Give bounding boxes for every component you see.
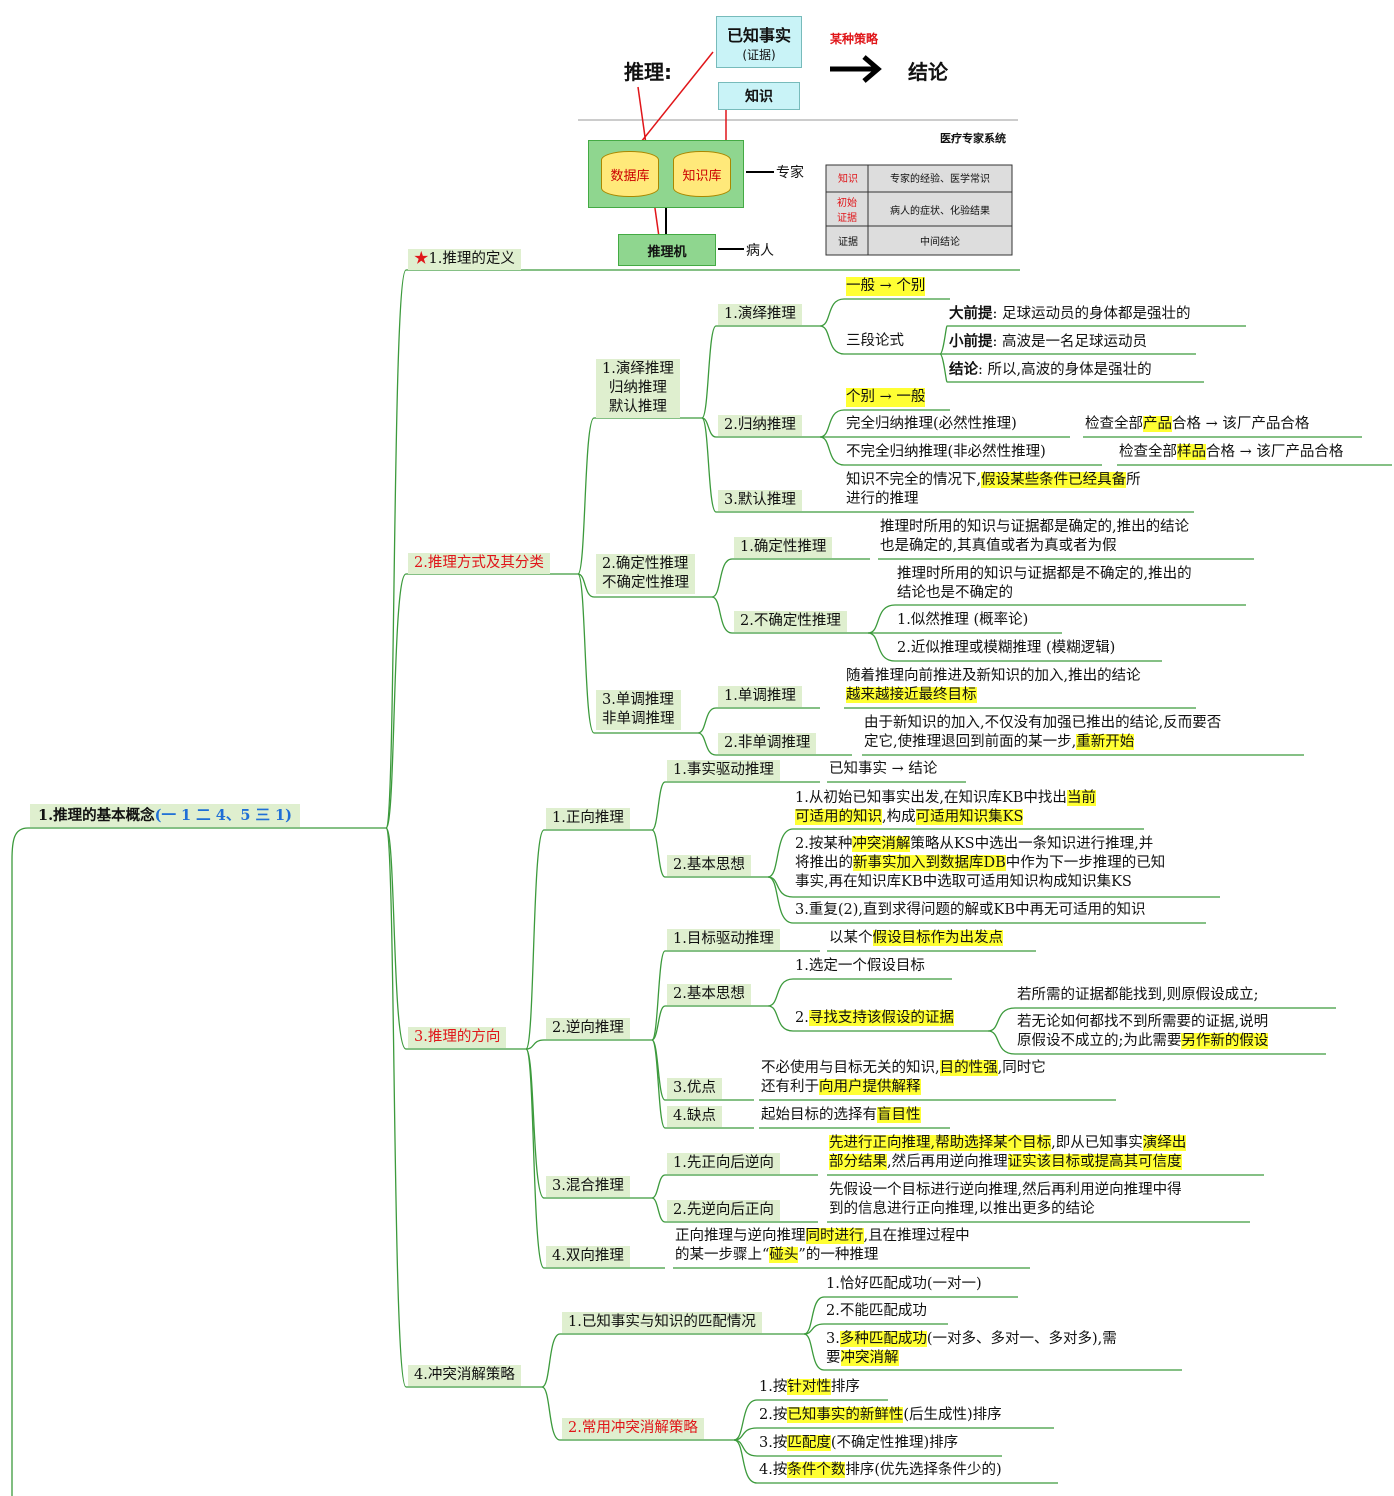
diagram-reasoning: 推理: xyxy=(624,60,672,84)
backward-step-1: 1.选定一个假设目标 xyxy=(795,958,925,974)
match-none: 2.不能匹配成功 xyxy=(826,1303,927,1319)
disadvantage-desc: 起始目标的选择有盲目性 xyxy=(761,1107,921,1123)
root-node[interactable]: 1.推理的基本概念(一 1 二 4、5 三 1) xyxy=(30,804,300,827)
node-general-to-specific: 一般 → 个别 xyxy=(846,277,926,296)
forward-step-2: 2.按某种冲突消解策略从KS中选出一条知识进行推理,并将推出的新事实加入到数据库… xyxy=(795,836,1166,890)
knowledge-box: 知识 xyxy=(718,82,800,110)
node-backward-then-forward[interactable]: 2.先逆向后正向 xyxy=(667,1200,780,1221)
table-value-1: 病人的症状、化验结果 xyxy=(890,206,990,217)
table-key-2: 证据 xyxy=(838,237,858,248)
reasoning-diagram: 推理: 已知事实 (证据) 某种策略 结论 知识 数据库 知识库 专家 推理机 … xyxy=(578,12,1018,268)
node-bidirectional[interactable]: 4.双向推理 xyxy=(546,1246,630,1267)
expert-label: 专家 xyxy=(776,165,804,181)
syllogism-conclusion: 结论: 所以,高波的身体是强壮的 xyxy=(949,361,1152,378)
node-likelihood: 1.似然推理 (概率论) xyxy=(897,612,1029,628)
root-hint: (一 1 二 4、5 三 1) xyxy=(154,807,292,824)
branch-classification[interactable]: 2.推理方式及其分类 xyxy=(408,553,550,574)
node-complete-induction: 完全归纳推理(必然性推理) xyxy=(846,416,1017,432)
table-key-0: 知识 xyxy=(838,174,858,185)
node-approximate: 2.近似推理或模糊推理 (模糊逻辑) xyxy=(897,640,1116,656)
bidirectional-desc: 正向推理与逆向推理同时进行,且在推理过程中的某一步骤上“碰头”的一种推理 xyxy=(675,1228,970,1263)
group-deduction[interactable]: 1.演绎推理 归纳推理 默认推理 xyxy=(596,359,680,418)
complete-induction-example: 检查全部产品合格 → 该厂产品合格 xyxy=(1085,416,1310,432)
node-deductive[interactable]: 1.演绎推理 xyxy=(718,304,802,325)
known-fact-box: 已知事实 (证据) xyxy=(716,16,802,68)
conclusion-label: 结论 xyxy=(908,60,948,84)
group-monotonic[interactable]: 3.单调推理 非单调推理 xyxy=(596,690,681,730)
branch-definition[interactable]: ★1.推理的定义 xyxy=(408,249,521,270)
forward-step-3: 3.重复(2),直到求得问题的解或KB中再无可适用的知识 xyxy=(795,902,1146,918)
known-fact-label: 已知事实 xyxy=(726,25,791,45)
table-value-2: 中间结论 xyxy=(920,237,960,248)
branch-direction[interactable]: 3.推理的方向 xyxy=(408,1027,507,1048)
node-syllogism: 三段论式 xyxy=(846,333,904,349)
strategy-3: 3.按匹配度(不确定性推理)排序 xyxy=(759,1435,959,1451)
system-label: 医疗专家系统 xyxy=(940,132,1006,145)
forward-step-1: 1.从初始已知事实出发,在知识库KB中找出当前可适用的知识,构成可适用知识集KS xyxy=(795,790,1096,825)
node-forward-idea[interactable]: 2.基本思想 xyxy=(667,855,751,876)
knowledge-base-cylinder: 知识库 xyxy=(673,151,731,197)
node-backward-idea[interactable]: 2.基本思想 xyxy=(667,984,751,1005)
inference-engine-box: 推理机 xyxy=(618,234,716,266)
forward-then-backward-desc: 先进行正向推理,帮助选择某个目标,即从已知事实演绎出部分结果,然后再用逆向推理证… xyxy=(829,1135,1187,1170)
match-one: 1.恰好匹配成功(一对一) xyxy=(826,1276,982,1292)
table-value-0: 专家的经验、医学常识 xyxy=(890,174,990,185)
strategy-4: 4.按条件个数排序(优先选择条件少的) xyxy=(759,1462,1002,1478)
certain-desc: 推理时所用的知识与证据都是确定的,推出的结论也是确定的,其真值或者为真或者为假 xyxy=(880,519,1190,554)
node-incomplete-induction: 不完全归纳推理(非必然性推理) xyxy=(846,444,1046,460)
storage-group: 数据库 知识库 xyxy=(588,140,744,208)
node-disadvantage[interactable]: 4.缺点 xyxy=(667,1106,722,1127)
strategy-label: 某种策略 xyxy=(830,32,879,46)
node-default[interactable]: 3.默认推理 xyxy=(718,490,802,511)
node-strategies[interactable]: 2.常用冲突消解策略 xyxy=(562,1418,704,1439)
node-matching[interactable]: 1.已知事实与知识的匹配情况 xyxy=(562,1312,762,1333)
database-cylinder: 数据库 xyxy=(601,151,659,197)
node-inductive[interactable]: 2.归纳推理 xyxy=(718,415,802,436)
monotonic-desc: 随着推理向前推进及新知识的加入,推出的结论越来越接近最终目标 xyxy=(846,668,1141,703)
root-label: 1.推理的基本概念 xyxy=(38,807,155,824)
node-hybrid[interactable]: 3.混合推理 xyxy=(546,1176,630,1197)
node-certain[interactable]: 1.确定性推理 xyxy=(734,537,833,558)
node-monotonic[interactable]: 1.单调推理 xyxy=(718,686,802,707)
incomplete-induction-example: 检查全部样品合格 → 该厂产品合格 xyxy=(1119,444,1344,460)
node-goal-driven[interactable]: 1.目标驱动推理 xyxy=(667,929,780,950)
node-backward[interactable]: 2.逆向推理 xyxy=(546,1018,630,1039)
default-desc: 知识不完全的情况下,假设某些条件已经具备所进行的推理 xyxy=(846,472,1141,507)
star-icon: ★ xyxy=(414,251,429,267)
patient-label: 病人 xyxy=(746,243,774,259)
evidence-found: 若所需的证据都能找到,则原假设成立; xyxy=(1017,987,1259,1003)
node-advantage[interactable]: 3.优点 xyxy=(667,1078,722,1099)
evidence-not-found: 若无论如何都找不到所需要的证据,说明原假设不成立的;为此需要另作新的假设 xyxy=(1017,1014,1269,1049)
minor-premise: 小前提: 高波是一名足球运动员 xyxy=(949,333,1147,350)
advantage-desc: 不必使用与目标无关的知识,目的性强,同时它还有利于向用户提供解释 xyxy=(761,1060,1046,1095)
table-key-1: 初始证据 xyxy=(837,198,857,224)
evidence-label: (证据) xyxy=(742,47,776,62)
node-forward[interactable]: 1.正向推理 xyxy=(546,808,630,829)
node-uncertain[interactable]: 2.不确定性推理 xyxy=(734,611,847,632)
nonmonotonic-desc: 由于新知识的加入,不仅没有加强已推出的结论,反而要否定它,使推理退回到前面的某一… xyxy=(864,715,1222,750)
branch-conflict[interactable]: 4.冲突消解策略 xyxy=(408,1365,521,1386)
major-premise: 大前提: 足球运动员的身体都是强壮的 xyxy=(949,305,1191,322)
node-specific-to-general: 个别 → 一般 xyxy=(846,388,926,407)
data-driven-desc: 已知事实 → 结论 xyxy=(829,761,938,777)
branch-definition-label: 1.推理的定义 xyxy=(428,251,515,267)
strategy-1: 1.按针对性排序 xyxy=(759,1379,860,1395)
match-many: 3.多种匹配成功(一对多、多对一、多对多),需要冲突消解 xyxy=(826,1331,1117,1366)
backward-then-forward-desc: 先假设一个目标进行逆向推理,然后再利用逆向推理中得到的信息进行正向推理,以推出更… xyxy=(829,1182,1182,1217)
goal-driven-desc: 以某个假设目标作为出发点 xyxy=(829,930,1003,946)
node-data-driven[interactable]: 1.事实驱动推理 xyxy=(667,760,780,781)
backward-step-2: 2.寻找支持该假设的证据 xyxy=(795,1010,954,1026)
strategy-2: 2.按已知事实的新鲜性(后生成性)排序 xyxy=(759,1407,1002,1423)
node-forward-then-backward[interactable]: 1.先正向后逆向 xyxy=(667,1153,780,1174)
node-nonmonotonic[interactable]: 2.非单调推理 xyxy=(718,733,817,754)
group-certainty[interactable]: 2.确定性推理 不确定性推理 xyxy=(596,554,695,594)
uncertain-desc: 推理时所用的知识与证据都是不确定的,推出的结论也是不确定的 xyxy=(897,566,1192,601)
